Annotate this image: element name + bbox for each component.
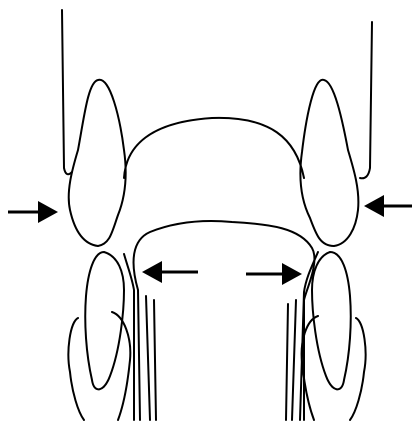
inner-left-arrow <box>142 261 198 283</box>
lower-right-lobe-inner-a <box>350 318 366 420</box>
right-outer-wall <box>360 22 372 178</box>
lower-left-lobe-inner-a <box>68 318 84 420</box>
left-inward-arrow <box>8 201 58 223</box>
upper-left-lobe <box>69 80 126 246</box>
left-outer-wall <box>62 10 72 174</box>
inner-right-arrow <box>246 263 302 285</box>
inner-tube-wall-right-2 <box>292 300 296 420</box>
inner-tube-wall-left-2 <box>146 296 150 420</box>
upper-right-lobe <box>300 80 358 246</box>
central-dome <box>124 118 304 178</box>
lower-left-lobe-outer <box>85 252 124 389</box>
inner-tube-wall-right-3 <box>286 304 288 420</box>
right-inward-arrow <box>364 195 412 217</box>
inner-tube-wall-left-3 <box>154 300 156 420</box>
lower-right-lobe-outer <box>312 252 351 389</box>
